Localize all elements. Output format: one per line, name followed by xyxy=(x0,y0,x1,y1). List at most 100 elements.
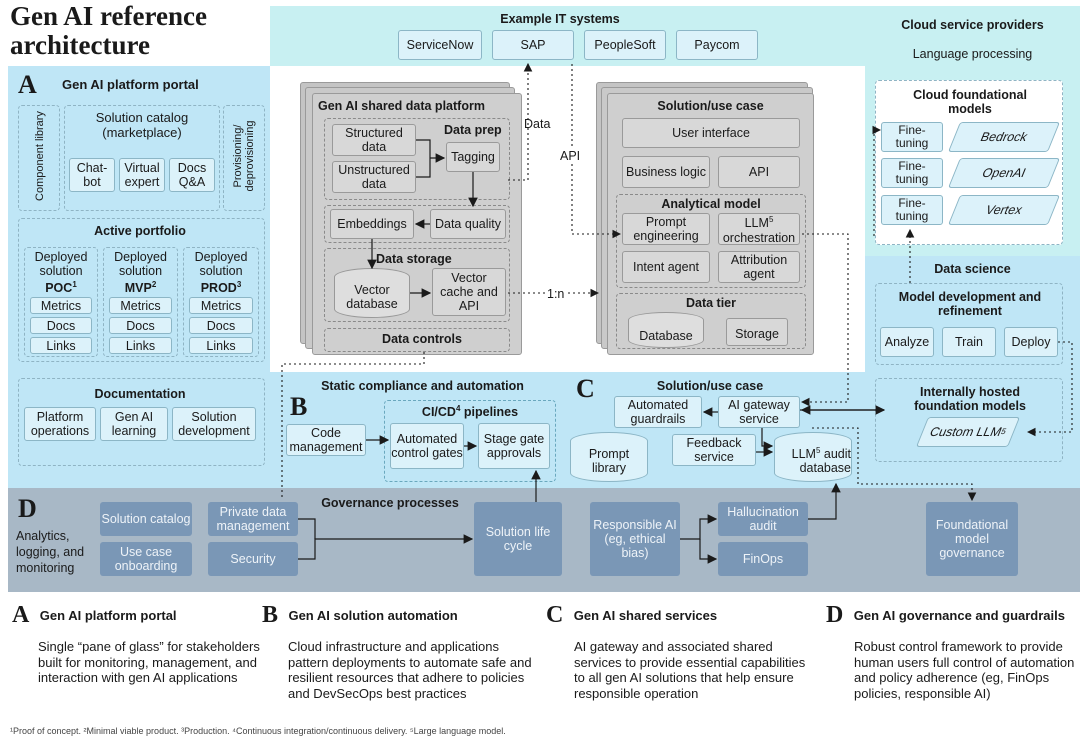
solution-api: API xyxy=(718,156,800,188)
it-system-peoplesoft: PeopleSoft xyxy=(584,30,666,60)
llm-audit-sup: 5 xyxy=(815,445,821,455)
legend-b-letter: B xyxy=(262,602,279,628)
gov-solution-catalog: Solution catalog xyxy=(100,502,192,536)
cicd-title-label: CI/CD xyxy=(421,405,456,420)
responsible-to-halluc xyxy=(680,514,718,540)
gov-solution-life-cycle: Solution life cycle xyxy=(474,502,562,576)
intent-agent: Intent agent xyxy=(622,251,710,283)
analyze-step: Analyze xyxy=(880,327,934,357)
deployed-poc-line1: Deployed xyxy=(34,250,88,264)
stage-gate-approvals: Stage gate approvals xyxy=(478,423,550,469)
legend-d: D Gen AI governance and guardrails Robus… xyxy=(826,602,1076,701)
footnote: ¹Proof of concept. ²Minimal viable produ… xyxy=(10,726,506,736)
audit-to-gov xyxy=(812,427,977,502)
static-title: Static compliance and automation xyxy=(321,379,524,393)
llm-audit-audit: audit xyxy=(820,447,851,461)
gov-responsible-ai: Responsible AI (eg, ethical bias) xyxy=(590,502,680,576)
unstructured-data: Unstructured data xyxy=(332,161,416,193)
gov-private-data: Private data management xyxy=(208,502,298,536)
legend-a-text: Single “pane of glass” for stakeholders … xyxy=(38,639,260,685)
api-dotted xyxy=(571,64,622,239)
solution-catalog-panel xyxy=(64,105,220,211)
cloud-foundational-title: Cloud foundational models xyxy=(913,88,1027,116)
feedback-service: Feedback service xyxy=(672,434,756,466)
deployed-poc-stage: POC xyxy=(45,281,73,296)
legend-c: C Gen AI shared services AI gateway and … xyxy=(546,602,808,701)
deployed-mvp-sup: 2 xyxy=(151,280,157,289)
catalog-virtual-expert: Virtual expert xyxy=(119,158,165,192)
legend-b: B Gen AI solution automation Cloud infra… xyxy=(262,602,532,701)
llm-audit-db: database xyxy=(799,461,851,475)
gov-foundational-model: Foundational model governance xyxy=(926,502,1018,576)
deployed-mvp-line1: Deployed xyxy=(114,250,167,264)
connector-api-label: API xyxy=(560,149,581,163)
halluc-to-audit xyxy=(808,482,841,520)
gov-finops: FinOps xyxy=(718,542,808,576)
solution-catalog-title: Solution catalog (marketplace) xyxy=(95,110,189,140)
structured-data: Structured data xyxy=(332,124,416,156)
internal-models-title: Internally hosted foundation models xyxy=(914,385,1026,413)
deployed-prod-panel xyxy=(183,247,259,357)
cloud-subtitle: Language processing xyxy=(912,47,1033,61)
user-interface: User interface xyxy=(622,118,800,148)
analytical-model-title: Analytical model xyxy=(661,197,761,211)
mvp-metrics: Metrics xyxy=(109,297,172,314)
fine-tuning-2: Fine-tuning xyxy=(881,158,943,188)
deploy-to-custom xyxy=(1026,341,1073,437)
llm-orch-prefix: LLM xyxy=(744,216,769,231)
responsible-to-finops xyxy=(699,539,718,564)
it-system-servicenow: ServiceNow xyxy=(398,30,482,60)
deployed-prod-stage: PROD xyxy=(200,281,237,296)
deployed-poc-heading: Deployed solution POC1 xyxy=(24,250,98,295)
solution-c-title: Solution/use case xyxy=(656,379,764,393)
cloud-title: Cloud service providers xyxy=(901,18,1044,32)
prod-docs: Docs xyxy=(189,317,253,334)
documentation-title: Documentation xyxy=(94,387,186,401)
legend-c-heading: Gen AI shared services xyxy=(573,608,718,623)
legend-d-text: Robust control framework to provide huma… xyxy=(854,639,1075,701)
automated-guardrails: Automated guardrails xyxy=(614,396,702,428)
train-step: Train xyxy=(942,327,996,357)
deployed-prod-heading: Deployed solution PROD3 xyxy=(183,250,259,295)
data-storage-title: Data storage xyxy=(376,252,452,266)
attribution-agent: Attribution agent xyxy=(718,251,800,283)
legend-c-text: AI gateway and associated shared service… xyxy=(574,639,806,701)
controls-dotted xyxy=(281,352,425,500)
data-dotted xyxy=(508,62,533,181)
prompt-library: Prompt library xyxy=(570,432,648,482)
it-system-paycom: Paycom xyxy=(676,30,758,60)
cicd-sup: 4 xyxy=(455,404,461,413)
portal-title: Gen AI platform portal xyxy=(62,77,199,92)
doc-gen-ai-learning: Gen AI learning xyxy=(100,407,168,441)
active-portfolio-panel xyxy=(18,218,265,362)
shared-data-title: Gen AI shared data platform xyxy=(318,99,485,113)
solution-database: Database xyxy=(628,312,704,348)
deployed-mvp-stage: MVP xyxy=(124,281,152,296)
gov-hallucination-audit: Hallucination audit xyxy=(718,502,808,536)
it-system-sap: SAP xyxy=(492,30,574,60)
connector-layer xyxy=(281,62,1073,564)
gov-private-line xyxy=(298,518,316,539)
poc-docs: Docs xyxy=(30,317,92,334)
legend-b-text: Cloud infrastructure and applications pa… xyxy=(288,639,532,701)
catalog-docs-qa: Docs Q&A xyxy=(169,158,215,192)
data-prep-title: Data prep xyxy=(444,123,502,137)
solution-c-letter: C xyxy=(576,374,595,403)
legend-b-heading: Gen AI solution automation xyxy=(288,608,458,623)
cloud-fine-tune-link xyxy=(872,125,882,236)
data-quality: Data quality xyxy=(430,209,506,239)
connector-1n-label: 1:n xyxy=(545,287,567,301)
deployed-prod-line1: Deployed xyxy=(194,250,248,264)
gov-security-line xyxy=(298,534,474,560)
code-management: Code management xyxy=(286,424,366,456)
deployed-mvp-line2: solution xyxy=(118,264,163,278)
gateway-to-audit xyxy=(761,428,774,451)
governance-letter: D xyxy=(18,494,37,523)
data-tier-title: Data tier xyxy=(685,296,737,310)
documentation-panel xyxy=(18,378,265,466)
catalog-chatbot: Chat-bot xyxy=(69,158,115,192)
model-dev-title: Model development and refinement xyxy=(898,290,1042,318)
data-science-zone xyxy=(865,256,1080,488)
static-letter: B xyxy=(290,392,308,421)
